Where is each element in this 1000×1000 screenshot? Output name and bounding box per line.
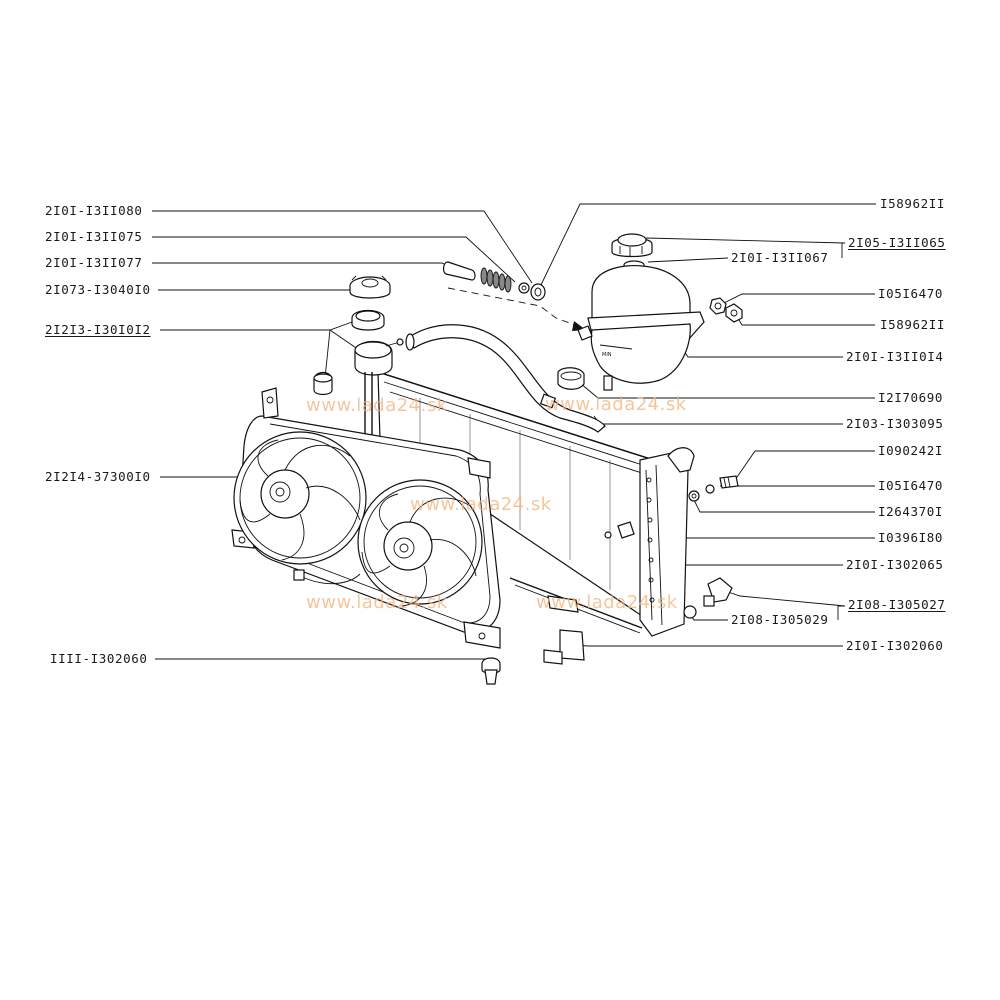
fan-assembly xyxy=(231,387,501,649)
part-label: I58962II xyxy=(880,196,946,211)
part-label: I264370I xyxy=(878,504,944,519)
part-label-group: 2I05-I3II065 xyxy=(848,235,946,250)
hose-spring-parts xyxy=(442,261,546,301)
part-label: 2I0I-I3II080 xyxy=(45,203,143,218)
part-label: 2I0I-I3II075 xyxy=(45,229,143,244)
watermark: www.lada24.sk xyxy=(306,395,448,416)
radiator-cap-parts xyxy=(313,275,391,396)
part-label: 2I2I4-37300I0 xyxy=(45,469,151,484)
part-label: I05I6470 xyxy=(878,478,944,493)
part-label: 2I0I-I302065 xyxy=(846,557,944,572)
radiator xyxy=(354,338,695,637)
part-label: I05I6470 xyxy=(878,286,944,301)
part-label: 2I08-I305029 xyxy=(731,612,829,627)
assembly-arrow xyxy=(447,287,586,331)
part-label: 2I073-I3040I0 xyxy=(45,282,151,297)
part-label: I090242I xyxy=(878,443,944,458)
watermark: www.lada24.sk xyxy=(536,592,678,613)
watermark: www.lada24.sk xyxy=(306,592,448,613)
part-label: I0396I80 xyxy=(878,530,944,545)
part-label: 2I0I-I3II0I4 xyxy=(846,349,944,364)
upper-hose xyxy=(405,324,606,433)
part-label: 2I0I-I302060 xyxy=(846,638,944,653)
part-label: I2I70690 xyxy=(878,390,944,405)
part-label: 2I03-I303095 xyxy=(846,416,944,431)
watermark: www.lada24.sk xyxy=(545,394,687,415)
part-label-group: 2I08-I305027 xyxy=(848,597,946,612)
svg-text:MIN: MIN xyxy=(602,352,612,358)
part-label: 2I0I-I3II067 xyxy=(731,250,829,265)
part-label: 2I0I-I3II077 xyxy=(45,255,143,270)
part-label-group: 2I2I3-I30I0I2 xyxy=(45,322,151,337)
part-label: IIII-I302060 xyxy=(50,651,148,666)
fastener-parts xyxy=(481,475,739,685)
part-label: I58962II xyxy=(880,317,946,332)
expansion-tank: MIN xyxy=(557,233,743,391)
watermark: www.lada24.sk xyxy=(410,494,552,515)
